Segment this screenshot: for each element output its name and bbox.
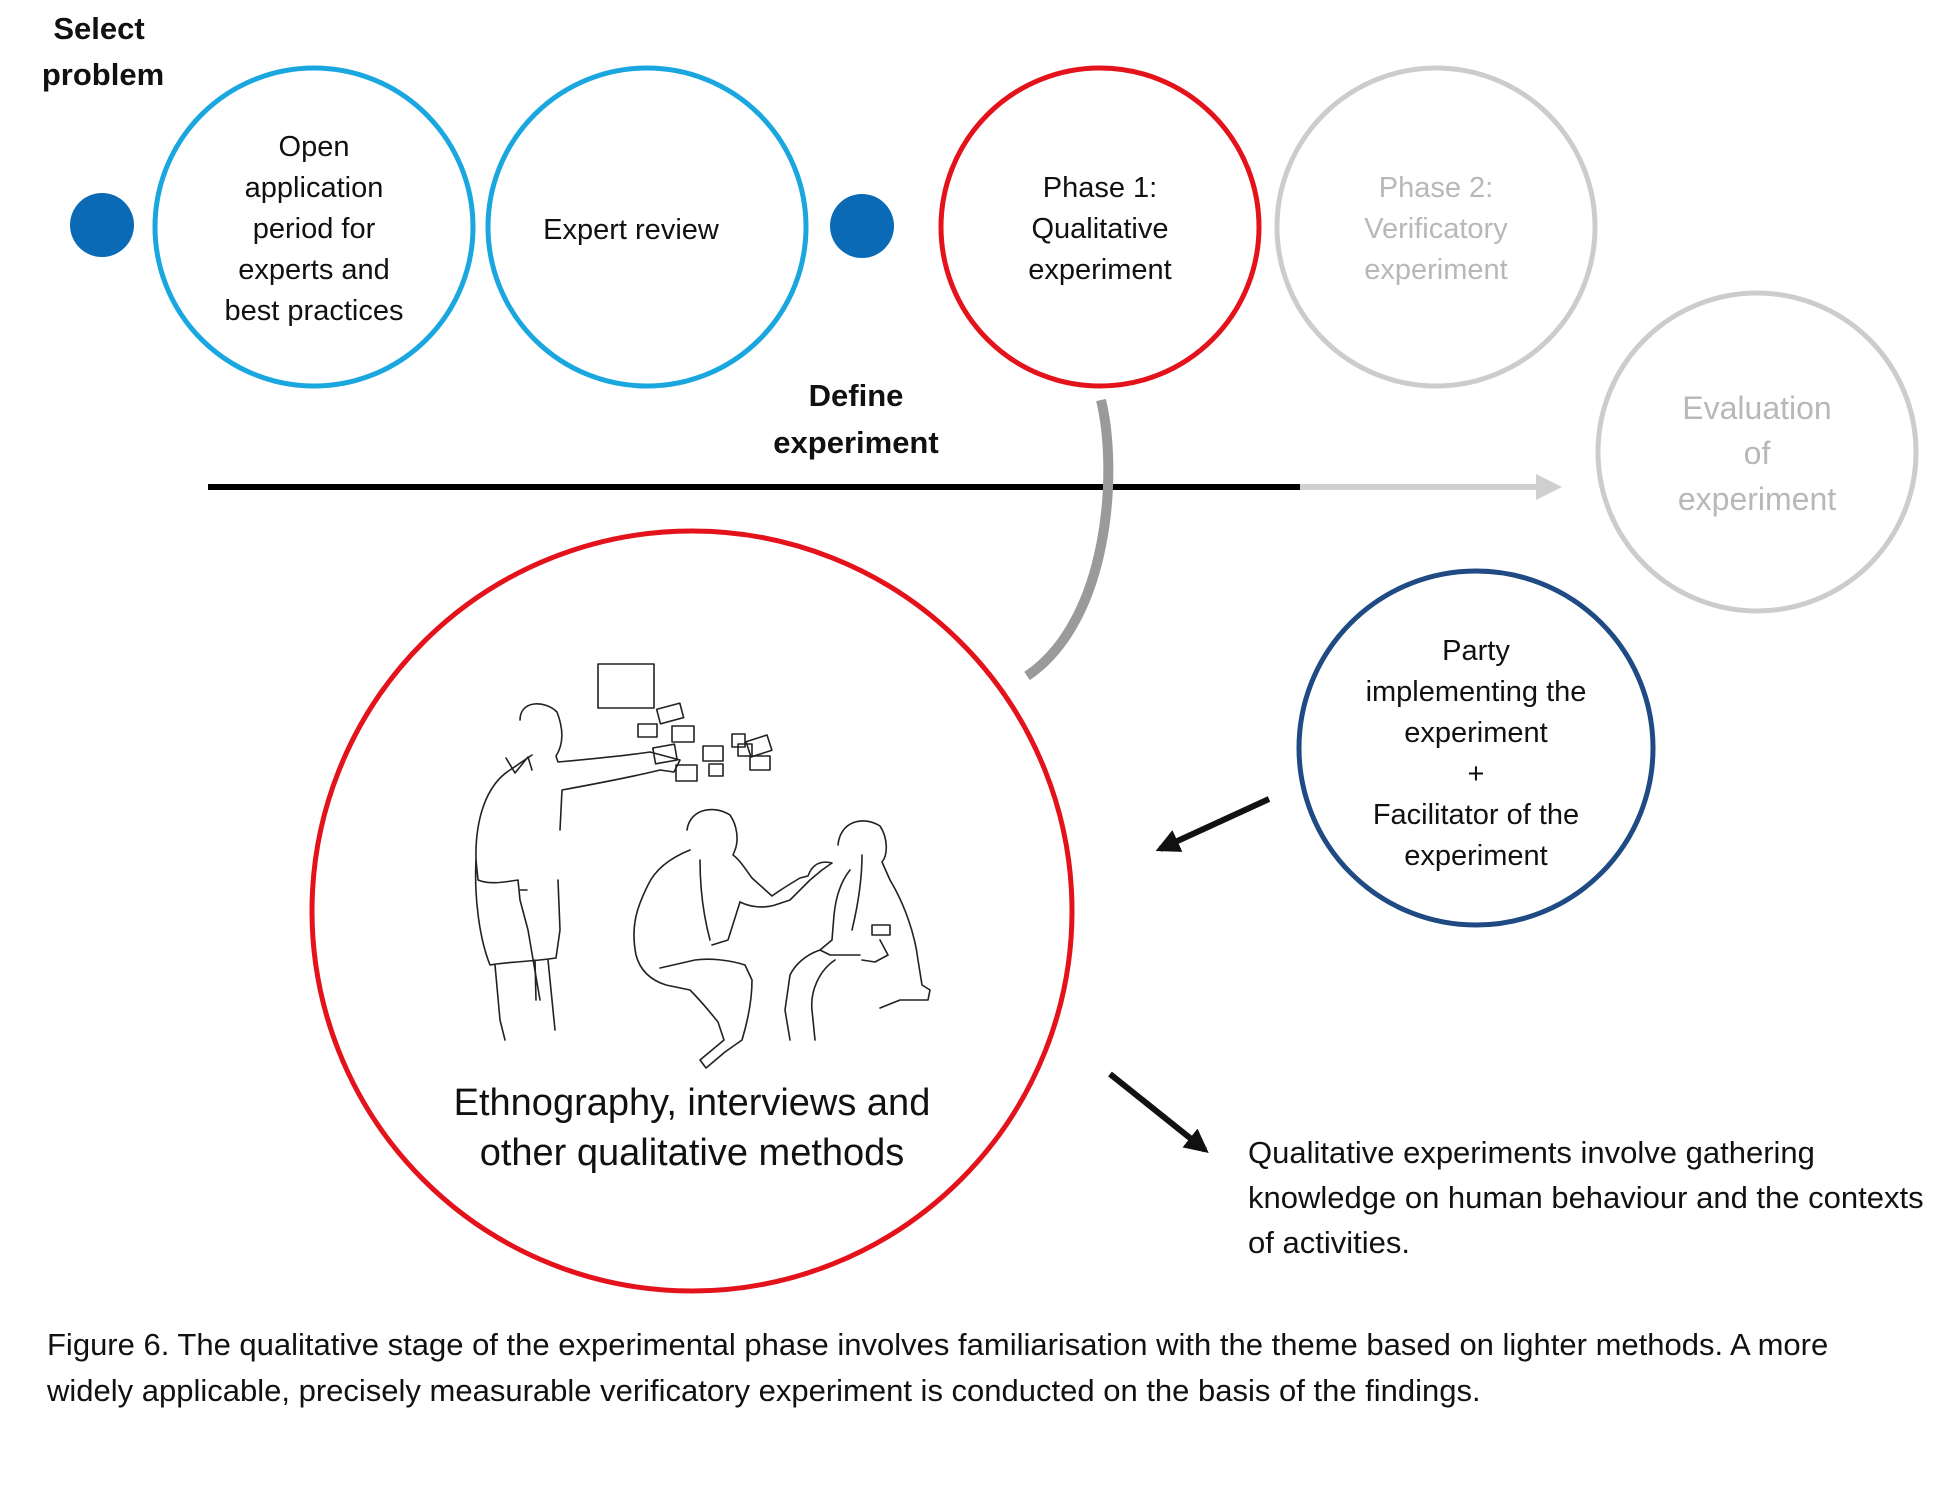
qualitative-methods-line2: other qualitative methods bbox=[480, 1132, 905, 1174]
circle-text-line: Evaluation bbox=[1682, 390, 1831, 426]
circle-text-line: + bbox=[1468, 758, 1485, 790]
connector-curve bbox=[1024, 398, 1114, 681]
circle-text-line: experiment bbox=[1404, 717, 1547, 749]
milestone-dot-start bbox=[70, 193, 134, 257]
circle-text-line: best practices bbox=[225, 295, 404, 327]
circle-text-line: experiment bbox=[1028, 254, 1171, 286]
people-interview-sketch-icon bbox=[474, 663, 931, 1069]
arrow-party-to-methods bbox=[1155, 796, 1271, 852]
select-problem-label-line1: Select bbox=[53, 11, 144, 46]
circle-text-line: Open bbox=[279, 131, 350, 163]
circle-text-line: Party bbox=[1442, 635, 1510, 667]
qualitative-note: Qualitative experiments involve gatherin… bbox=[1248, 1135, 1924, 1260]
circle-text-line: Expert review bbox=[543, 214, 720, 246]
circle-expert-review: Expert review bbox=[485, 65, 809, 389]
define-experiment-label-line1: Define bbox=[809, 378, 904, 413]
define-experiment-label-line2: experiment bbox=[773, 425, 938, 460]
circle-text-line: Qualitative bbox=[1031, 213, 1168, 245]
circle-text-line: of bbox=[1744, 435, 1771, 471]
circle-text-line: Phase 1: bbox=[1043, 172, 1157, 204]
circle-qualitative-methods bbox=[309, 528, 1075, 1294]
circle-phase2-verificatory: Phase 2: Verificatory experiment bbox=[1274, 65, 1598, 389]
milestone-dot-middle bbox=[830, 194, 894, 258]
circle-text-line: Phase 2: bbox=[1379, 172, 1493, 204]
circle-text-line: period for bbox=[253, 213, 376, 245]
circle-text-line: experiment bbox=[1364, 254, 1507, 286]
circle-text-line: experiment bbox=[1678, 481, 1836, 517]
circle-text-line: Verificatory bbox=[1364, 213, 1508, 245]
circle-text-line: application bbox=[245, 172, 384, 204]
circle-party-facilitator: Party implementing the experiment + Faci… bbox=[1296, 568, 1656, 928]
qualitative-methods-line1: Ethnography, interviews and bbox=[454, 1082, 931, 1124]
select-problem-label-line2: problem bbox=[42, 57, 164, 92]
circle-text-line: experts and bbox=[238, 254, 390, 286]
circle-phase1-qualitative: Phase 1: Qualitative experiment bbox=[938, 65, 1262, 389]
circle-open-application: Open application period for experts and … bbox=[152, 65, 476, 389]
circle-text-line: experiment bbox=[1404, 840, 1547, 872]
circle-text-line: Facilitator of the bbox=[1373, 799, 1579, 831]
circle-evaluation: Evaluation of experiment bbox=[1595, 290, 1919, 614]
timeline-arrow bbox=[208, 474, 1562, 500]
figure-caption: Figure 6. The qualitative stage of the e… bbox=[47, 1327, 1829, 1408]
circle-text-line: implementing the bbox=[1366, 676, 1587, 708]
arrow-methods-to-note bbox=[1108, 1071, 1209, 1153]
